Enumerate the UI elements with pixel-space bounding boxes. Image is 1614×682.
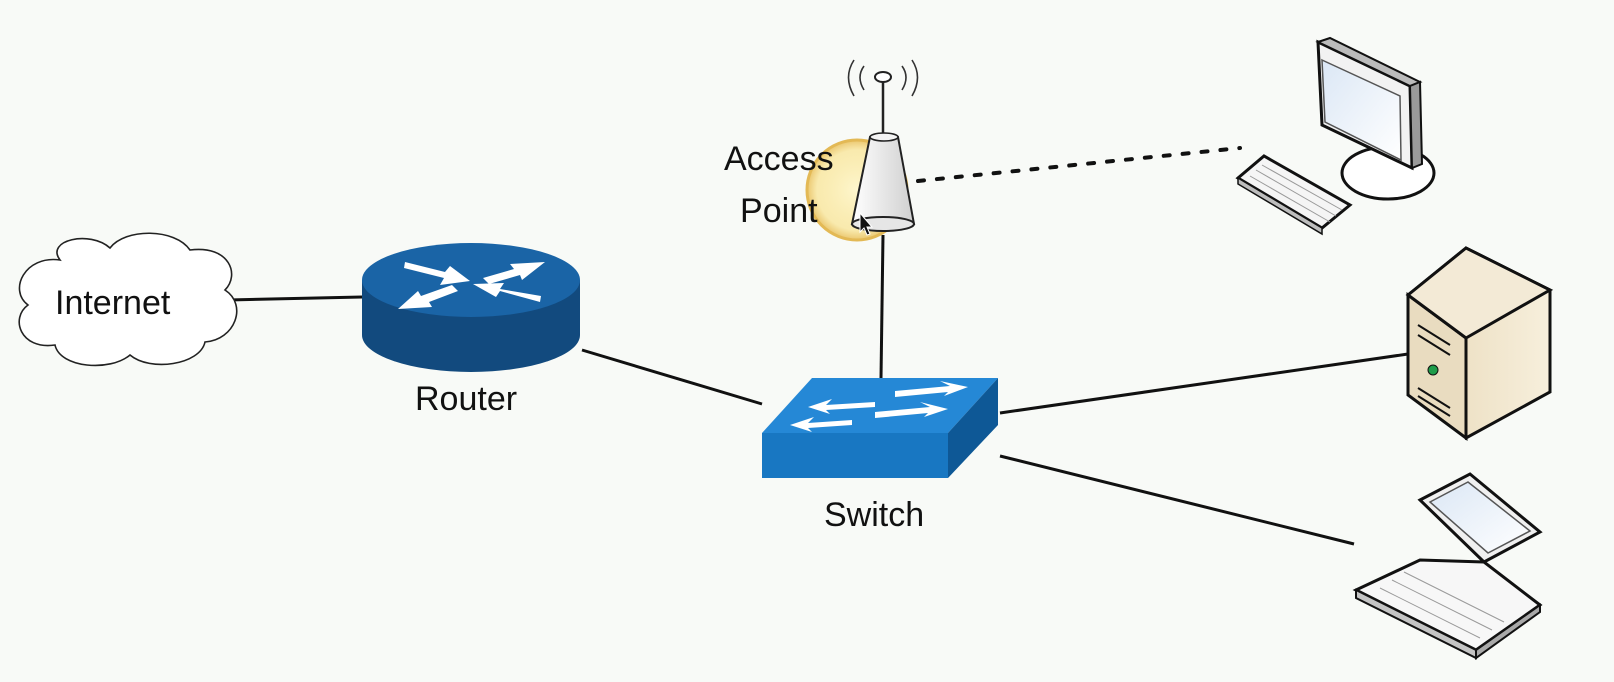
server-icon bbox=[1405, 246, 1554, 441]
switch-label: Switch bbox=[824, 496, 925, 534]
switch-icon bbox=[762, 378, 998, 478]
link-switch-laptop bbox=[999, 454, 1355, 546]
laptop-icon bbox=[1352, 472, 1543, 660]
access-point-label-line1: Access bbox=[724, 140, 834, 178]
link-access-point-desktop bbox=[916, 146, 1242, 183]
internet-label: Internet bbox=[55, 284, 171, 322]
mouse-cursor-icon bbox=[859, 211, 874, 236]
access-point-icon bbox=[805, 59, 919, 242]
access-point-label-line2: Point bbox=[740, 192, 818, 230]
link-switch-access-point bbox=[879, 234, 885, 379]
internet-cloud-icon bbox=[18, 232, 238, 367]
link-switch-server bbox=[999, 352, 1409, 415]
link-router-switch bbox=[581, 348, 763, 406]
router-icon bbox=[362, 243, 580, 372]
router-label: Router bbox=[415, 380, 518, 418]
links bbox=[227, 146, 1409, 546]
desktop-computer-icon bbox=[1235, 36, 1436, 236]
link-internet-router bbox=[227, 295, 363, 302]
access-point-label: Access Point bbox=[724, 133, 834, 237]
